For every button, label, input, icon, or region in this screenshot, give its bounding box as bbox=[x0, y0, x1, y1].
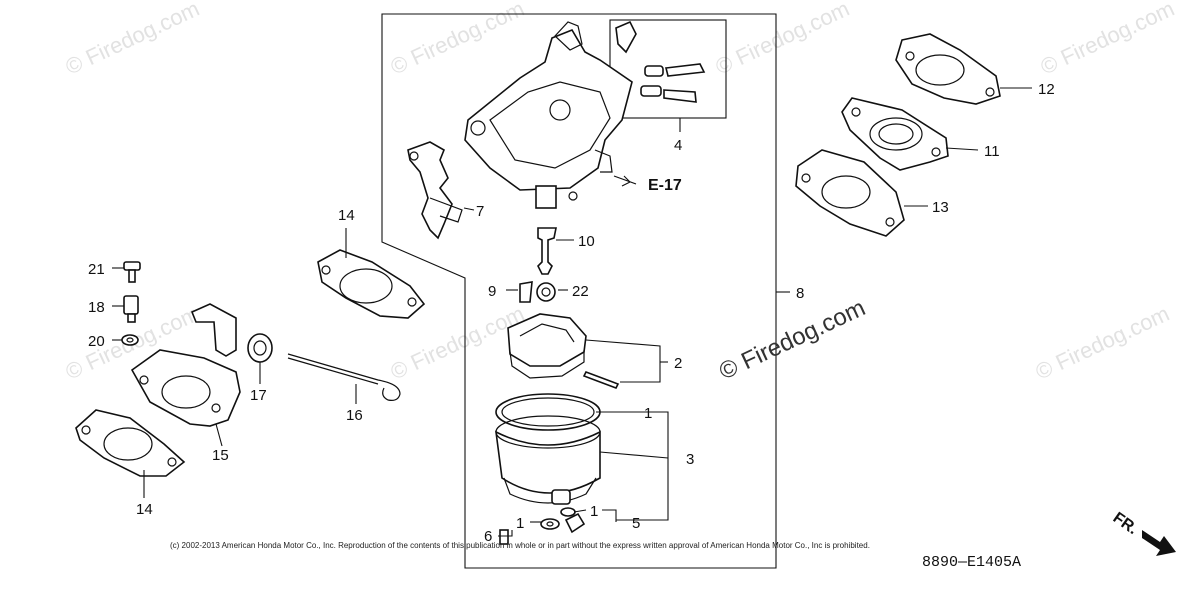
bracket-15 bbox=[130, 303, 241, 427]
leader-lines bbox=[112, 87, 1032, 537]
front-direction-indicator: FR. bbox=[1110, 509, 1176, 556]
gasket-14-lower bbox=[75, 409, 186, 477]
reference-label: E-17 bbox=[648, 177, 682, 194]
callout-1: 1 bbox=[516, 515, 524, 532]
callout-21: 21 bbox=[88, 261, 105, 278]
callout-14: 14 bbox=[136, 501, 153, 518]
callout-12: 12 bbox=[1038, 81, 1055, 98]
watermark-text: © Firedog.com bbox=[1032, 301, 1174, 385]
callout-13: 13 bbox=[932, 199, 949, 216]
callout-14: 14 bbox=[338, 207, 355, 224]
watermark-text: © Firedog.com bbox=[712, 0, 854, 80]
gasket-14-upper bbox=[317, 249, 426, 319]
drain-screw-set bbox=[499, 507, 586, 545]
rod-16 bbox=[287, 353, 401, 401]
callout-6: 6 bbox=[484, 528, 492, 545]
gasket-12 bbox=[895, 33, 1001, 105]
watermark-text: © Firedog.com bbox=[387, 0, 529, 80]
callout-1: 1 bbox=[644, 405, 652, 422]
callout-3: 3 bbox=[686, 451, 694, 468]
callout-15: 15 bbox=[212, 447, 229, 464]
lever-part-7 bbox=[407, 141, 463, 240]
float-assembly-2 bbox=[507, 313, 620, 390]
callout-7: 7 bbox=[476, 203, 484, 220]
callouts: 4 7 10 9 22 8 2 1 3 1 5 1 6 12 11 13 14 … bbox=[88, 81, 1055, 545]
callout-5: 5 bbox=[632, 515, 640, 532]
callout-11: 11 bbox=[984, 143, 1000, 160]
watermark-text: © Firedog.com bbox=[62, 0, 204, 80]
callout-18: 18 bbox=[88, 299, 105, 316]
pilot-screw-set bbox=[615, 20, 706, 103]
float-needle-10 bbox=[537, 227, 557, 275]
gasket-13 bbox=[795, 149, 905, 237]
callout-22: 22 bbox=[572, 283, 589, 300]
front-label: FR. bbox=[1110, 509, 1141, 538]
fastener-stack bbox=[121, 261, 141, 346]
callout-10: 10 bbox=[578, 233, 595, 250]
clip-and-nut bbox=[519, 281, 556, 303]
watermark-main: © Firedog.com bbox=[715, 294, 869, 385]
carburetor-body bbox=[464, 21, 633, 209]
callout-9: 9 bbox=[488, 283, 496, 300]
copyright-text: (c) 2002-2013 American Honda Motor Co., … bbox=[170, 541, 870, 550]
collar-17 bbox=[247, 333, 273, 363]
diagram-code: 8890—E1405A bbox=[922, 554, 1021, 571]
callout-2: 2 bbox=[674, 355, 682, 372]
insulator-11 bbox=[841, 97, 949, 171]
callout-1: 1 bbox=[590, 503, 598, 520]
callout-16: 16 bbox=[346, 407, 363, 424]
callout-17: 17 bbox=[250, 387, 267, 404]
watermark-text: © Firedog.com bbox=[1037, 0, 1179, 80]
arrow-icon bbox=[1142, 530, 1176, 556]
callout-8: 8 bbox=[796, 285, 804, 302]
float-chamber bbox=[495, 393, 601, 505]
callout-4: 4 bbox=[674, 137, 682, 154]
callout-20: 20 bbox=[88, 333, 105, 350]
assembly-outline bbox=[381, 13, 777, 569]
